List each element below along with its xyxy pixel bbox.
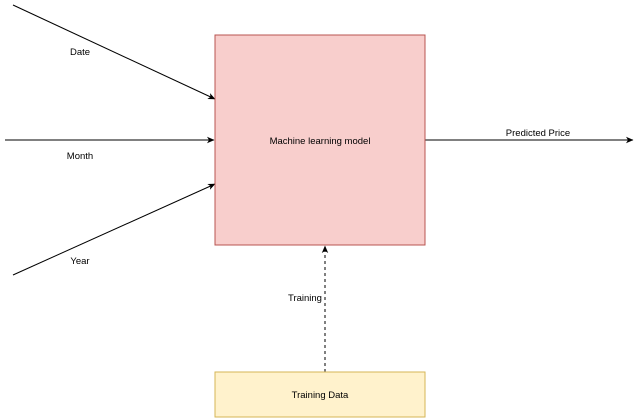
edge-year-label: Year <box>70 256 89 267</box>
edge-date-arrow <box>12 4 216 100</box>
edge-year-arrow <box>12 183 216 276</box>
edge-month-label: Month <box>67 151 93 162</box>
edge-date-label: Date <box>70 47 90 58</box>
training-data-node-label: Training Data <box>292 390 349 401</box>
edge-training-label: Training <box>288 293 322 304</box>
model-node-label: Machine learning model <box>270 136 371 147</box>
edge-output-label: Predicted Price <box>506 128 570 139</box>
model-node <box>214 34 426 246</box>
training-data-node <box>214 371 426 418</box>
